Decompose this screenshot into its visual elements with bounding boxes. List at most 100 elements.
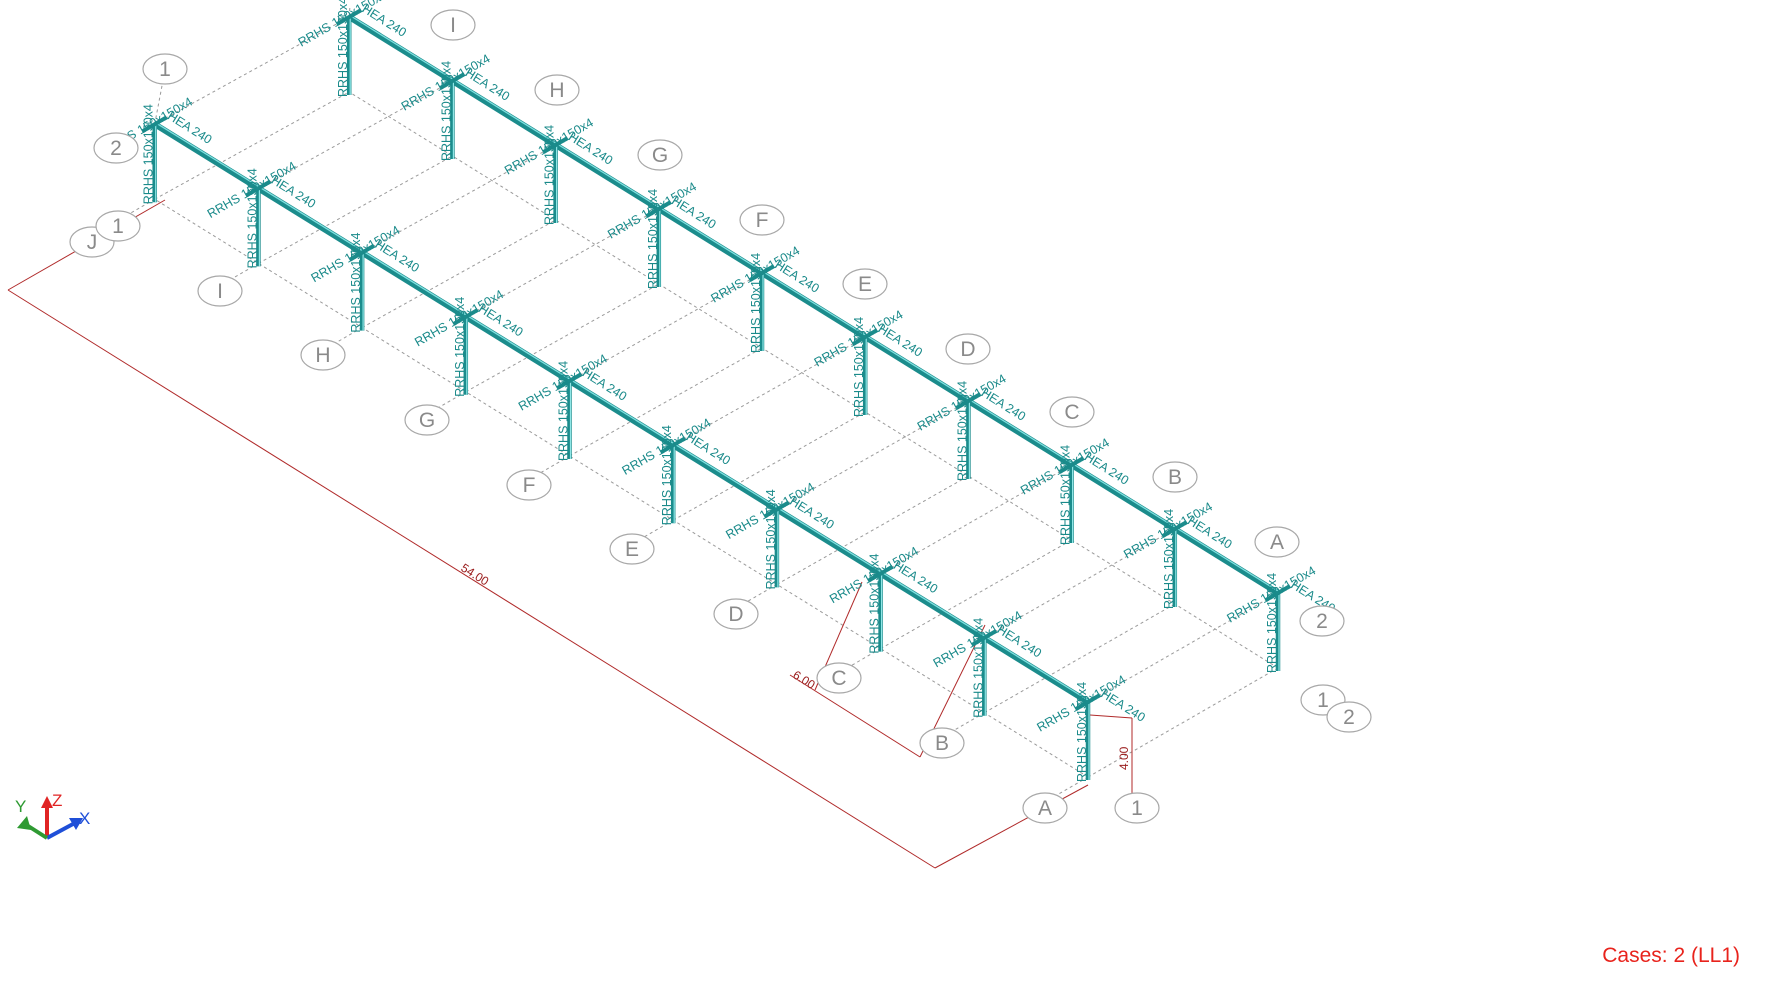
- grid-bubble-shape: [1254, 526, 1300, 558]
- column-label: RRHS 150x150x4: [557, 361, 571, 461]
- grid-bubble-f: F: [739, 204, 785, 236]
- column-label: RRHS 150x150x4: [646, 189, 660, 289]
- column-cap: [1058, 456, 1085, 474]
- grid-bubble-b: B: [919, 727, 965, 759]
- column-label: RRHS 150x150x4: [142, 104, 156, 204]
- beam-edge: [1071, 462, 1176, 528]
- column-cap: [1074, 693, 1102, 711]
- beam-row-1: [256, 185, 364, 256]
- beam-edge: [983, 635, 1089, 701]
- column-cap: [971, 629, 998, 647]
- grid-bubble-h: H: [300, 339, 346, 371]
- beam-edge: [658, 206, 763, 272]
- grid-bubble-label: A: [1270, 531, 1284, 554]
- grid-bubble-1: 1: [95, 210, 141, 242]
- grid-bubble-label: 2: [1343, 706, 1355, 729]
- dimension-extension: [1089, 714, 1133, 719]
- grid-line-top: [569, 272, 763, 382]
- beam-edge: [555, 142, 660, 208]
- grid-line-top: [361, 144, 556, 254]
- grid-bubble-shape: [609, 533, 655, 565]
- grid-bubble-label: 1: [1131, 797, 1143, 820]
- grid-line-transverse: [361, 219, 556, 329]
- beam-row-1: [153, 121, 260, 191]
- y-axis-head: [17, 816, 31, 830]
- grid-line-top: [154, 16, 350, 125]
- grid-bubble-label: A: [1038, 797, 1052, 820]
- beam-edge: [672, 442, 778, 508]
- grid-line-top: [984, 528, 1176, 639]
- column-label: RRHS 150x150x4: [1162, 509, 1176, 609]
- beam-label: HEA 240: [269, 173, 318, 211]
- grid-bubble-shape: [739, 204, 785, 236]
- grid-line-top: [1087, 592, 1279, 703]
- column-label: RRHS 150x150x4: [543, 125, 557, 225]
- grid-line-top: [776, 400, 969, 510]
- dimension-lines: 54.006.004.00: [7, 199, 1133, 869]
- grid-bubble-2: 2: [93, 132, 139, 164]
- column-cap: [452, 308, 479, 326]
- column-cap: [1161, 520, 1188, 538]
- beam-row-1: [982, 635, 1090, 705]
- grid-bubble-shape: [142, 53, 188, 85]
- grid-bubble-shape: [430, 9, 476, 41]
- grid-bubble-shape: [1299, 605, 1345, 637]
- structural-members: [141, 8, 1292, 780]
- length-dimension-line: [7, 289, 936, 869]
- grid-line-transverse: [258, 155, 453, 264]
- height-dimension-value: 4.00: [1117, 746, 1131, 770]
- beam-label: HEA 240: [772, 258, 821, 296]
- grid-bubble-label: F: [756, 209, 769, 232]
- grid-bubble-i: I: [430, 9, 476, 41]
- column-label: RRHS 150x150x4: [1059, 445, 1073, 545]
- grid-bubble-a: A: [1022, 792, 1068, 824]
- grid-bubble-shape: [300, 339, 346, 371]
- beam-label: HEA 240: [566, 130, 615, 168]
- beam-edge: [864, 334, 969, 400]
- grid-line-top: [672, 336, 866, 446]
- grid-bubble-b: B: [1152, 461, 1198, 493]
- grid-bubble-g: G: [404, 404, 450, 436]
- beam-edge: [1174, 526, 1279, 592]
- grid-bubble-label: H: [315, 344, 330, 367]
- beam-label: HEA 240: [669, 194, 718, 232]
- grid-bubble-shape: [637, 139, 683, 171]
- beam-edge: [968, 398, 1072, 464]
- column-label: RRHS 150x150x4: [1075, 682, 1089, 782]
- grid-bubble-f: F: [506, 469, 552, 501]
- beam-label: HEA 240: [165, 109, 214, 147]
- y-axis-label: Y: [15, 797, 26, 816]
- span-dimension-value: 6.00: [790, 668, 818, 692]
- grid-bubble-label: J: [87, 231, 98, 254]
- beam-edge: [452, 78, 556, 144]
- column-label: RRHS 150x150x4: [971, 618, 985, 718]
- beam-label: HEA 240: [787, 494, 836, 532]
- grid-line-transverse: [984, 603, 1176, 714]
- grid-bubble-label: H: [549, 79, 564, 102]
- grid-bubble-shape: [93, 132, 139, 164]
- beam-label: HEA 240: [979, 386, 1028, 424]
- column-cap: [748, 264, 776, 282]
- grid-bubble-h: H: [534, 74, 580, 106]
- grid-bubble-shape: [506, 469, 552, 501]
- beam-label: HEA 240: [476, 301, 525, 339]
- beam-row-2: [1173, 526, 1280, 596]
- grid-bubble-shape: [534, 74, 580, 106]
- grid-bubble-a: A: [1254, 526, 1300, 558]
- grid-bubble-label: 1: [1317, 689, 1329, 712]
- grid-bubble-1: 1: [1114, 792, 1160, 824]
- beam-row-2: [1070, 462, 1177, 532]
- beam-row-2: [450, 78, 558, 148]
- column-label: RRHS 150x150x4: [439, 61, 453, 161]
- grid-line-transverse: [672, 411, 866, 521]
- beam-edge: [880, 571, 985, 637]
- span-dimension-line: [789, 674, 921, 758]
- x-axis-head: [69, 818, 83, 830]
- beam-edge: [258, 185, 363, 252]
- column-cap: [1264, 584, 1292, 602]
- grid-bubble-1: 1: [142, 53, 188, 85]
- grid-bubble-shape: [1114, 792, 1160, 824]
